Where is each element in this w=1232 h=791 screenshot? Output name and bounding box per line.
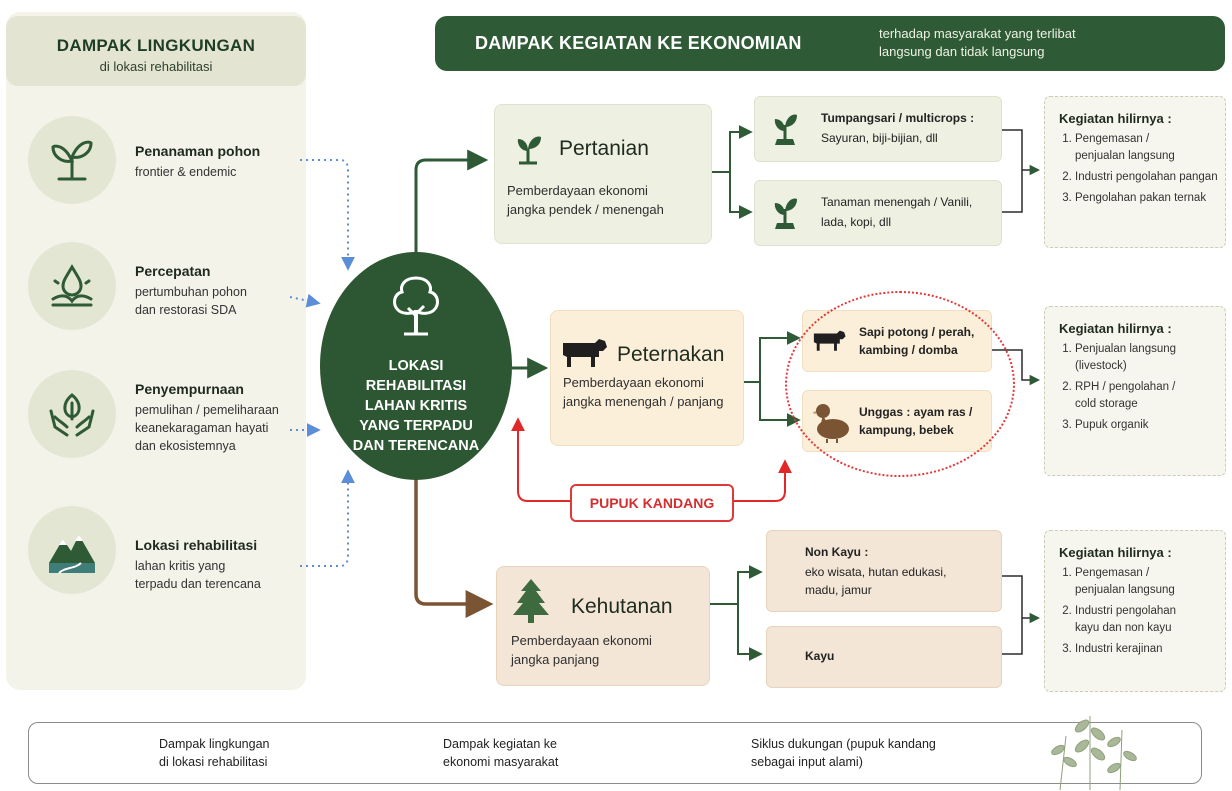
left-item-title: Lokasi rehabilitasi [135, 537, 258, 553]
economy-title: DAMPAK KEGIATAN KE EKONOMIAN [475, 33, 802, 53]
downstream-item: Industri pengolahan pangan [1075, 169, 1232, 186]
cow-icon [563, 339, 607, 367]
downstream-item: Pengemasan / penjualan langsung [1075, 131, 1232, 165]
kayu-title: Kayu [805, 649, 835, 663]
pertanian-downstream-box: Kegiatan hilirnya : Pengemasan / penjual… [1044, 96, 1226, 248]
env-arrow-1 [300, 159, 355, 271]
downstream-item: RPH / pengolahan / cold storage [1075, 379, 1232, 413]
downstream-title: Kegiatan hilirnya : [1059, 111, 1172, 126]
tumpangsari-card: Tumpangsari / multicrops : Sayuran, biji… [754, 96, 1002, 162]
peternakan-card: Peternakan Pemberdayaan ekonomi jangka m… [550, 310, 744, 446]
env-arrow-4 [300, 469, 355, 567]
left-item-title: Penyempurnaan [135, 381, 244, 397]
downstream-item: Industri pengolahan kayu dan non kayu [1075, 603, 1232, 637]
non-kayu-desc: eko wisata, hutan edukasi, madu, jamur [805, 565, 947, 597]
pertanian-card: Pertanian Pemberdayaan ekonomi jangka pe… [494, 104, 712, 244]
environment-subtitle: di lokasi rehabilitasi [99, 59, 213, 74]
downstream-list: Pengemasan / penjualan langsung Industri… [1045, 127, 1232, 207]
pupuk-kandang-label: PUPUK KANDANG [570, 484, 734, 522]
left-item-desc: frontier & endemic [135, 165, 237, 179]
downstream-item: Penjualan langsung (livestock) [1075, 341, 1232, 375]
peternakan-downstream-box: Kegiatan hilirnya : Penjualan langsung (… [1044, 306, 1226, 476]
environment-title: DAMPAK LINGKUNGAN [56, 36, 256, 55]
pertanian-title: Pertanian [559, 137, 649, 160]
pertanian-desc: Pemberdayaan ekonomi jangka pendek / men… [507, 183, 664, 217]
left-item-desc: pemulihan / pemeliharaan keanekaragaman … [135, 403, 279, 453]
left-item-title: Penanaman pohon [135, 143, 261, 159]
left-item-desc: pertumbuhan pohon dan restorasi SDA [135, 285, 247, 317]
tanaman-menengah-card: Tanaman menengah / Vanili, lada, kopi, d… [754, 180, 1002, 246]
plant-icon [517, 136, 541, 165]
kehutanan-title: Kehutanan [571, 595, 673, 618]
downstream-item: Pupuk organik [1075, 417, 1232, 434]
left-item-title: Percepatan [135, 263, 211, 279]
tumpangsari-desc: Sayuran, biji-bijian, dll [821, 131, 938, 145]
seedling-icon [774, 114, 797, 145]
economy-subtitle: terhadap masyarakat yang terlibat langsu… [879, 26, 1076, 59]
left-item-desc: lahan kritis yang terpadu dan terencana [135, 559, 261, 591]
legend-environment: Dampak lingkungan di lokasi rehabilitasi [159, 737, 270, 769]
hub-to-pertanian-arrow [414, 149, 489, 256]
legend-box: Dampak lingkungan di lokasi rehabilitasi… [28, 722, 1202, 784]
downstream-title: Kegiatan hilirnya : [1059, 321, 1172, 336]
kayu-card: Kayu [766, 626, 1002, 688]
tanaman-menengah-title: Tanaman menengah / Vanili, [821, 195, 973, 209]
downstream-item: Pengemasan / penjualan langsung [1075, 565, 1232, 599]
tanaman-menengah-desc: lada, kopi, dll [821, 215, 892, 229]
water-drop-icon [28, 242, 116, 330]
downstream-item: Industri kerajinan [1075, 641, 1232, 658]
seedling-icon [774, 198, 797, 229]
tree-icon [393, 276, 439, 336]
mountain-river-icon [28, 506, 116, 594]
kehutanan-downstream-box: Kegiatan hilirnya : Pengemasan / penjual… [1044, 530, 1226, 692]
hub-circle: LOKASI REHABILITASI LAHAN KRITIS YANG TE… [320, 252, 512, 480]
non-kayu-title: Non Kayu : [805, 545, 869, 559]
downstream-item: Pengolahan pakan ternak [1075, 190, 1232, 207]
tumpangsari-title: Tumpangsari / multicrops : [821, 111, 975, 125]
legend-cycle: Siklus dukungan (pupuk kandang sebagai i… [751, 737, 936, 769]
peternakan-desc: Pemberdayaan ekonomi jangka menengah / p… [563, 375, 724, 409]
economy-header: DAMPAK KEGIATAN KE EKONOMIAN terhadap ma… [435, 16, 1225, 71]
peternakan-title: Peternakan [617, 343, 725, 366]
environment-header: DAMPAK LINGKUNGAN di lokasi rehabilitasi [6, 16, 306, 86]
legend-economy: Dampak kegiatan ke ekonomi masyarakat [443, 737, 559, 769]
downstream-list: Pengemasan / penjualan langsung Industri… [1045, 561, 1232, 658]
downstream-list: Penjualan langsung (livestock) RPH / pen… [1045, 337, 1232, 434]
sprout-icon [28, 116, 116, 204]
non-kayu-card: Non Kayu : eko wisata, hutan edukasi, ma… [766, 530, 1002, 612]
hub-to-kehutanan-arrow [414, 478, 494, 618]
kehutanan-card: Kehutanan Pemberdayaan ekonomi jangka pa… [496, 566, 710, 686]
pine-tree-icon [513, 579, 549, 623]
livestock-highlight-ring [785, 291, 1015, 477]
kehutanan-desc: Pemberdayaan ekonomi jangka panjang [511, 633, 652, 667]
hub-label: LOKASI REHABILITASI LAHAN KRITIS YANG TE… [352, 358, 480, 454]
leaves-decoration-icon [1051, 716, 1137, 790]
hands-leaf-icon [28, 370, 116, 458]
downstream-title: Kegiatan hilirnya : [1059, 545, 1172, 560]
